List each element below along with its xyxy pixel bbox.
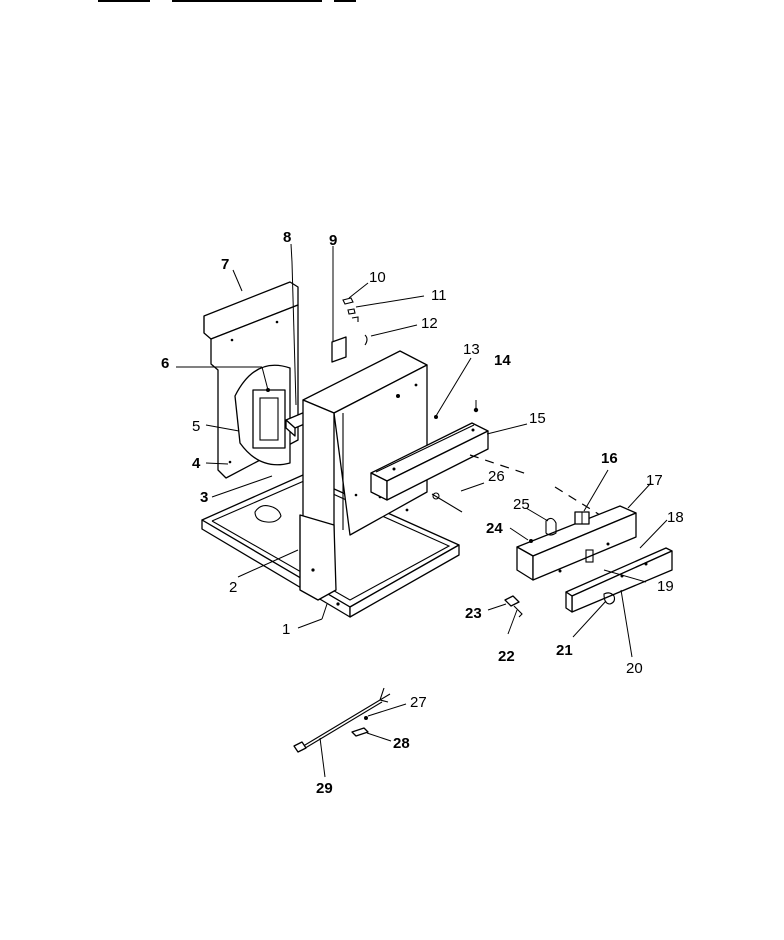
callout-3: 3 [200, 489, 208, 506]
drain-trough [370, 422, 489, 501]
callout-27: 27 [410, 694, 427, 711]
screw-hardware-10-12 [342, 297, 368, 346]
callout-26: 26 [488, 468, 505, 485]
control-bracket [516, 505, 637, 581]
blower-assembly [234, 364, 291, 466]
callout-28: 28 [393, 735, 410, 752]
callout-11: 11 [431, 287, 447, 304]
screw-24 [529, 539, 533, 543]
callout-13: 13 [463, 341, 480, 358]
callout-5: 5 [192, 418, 200, 435]
callout-22: 22 [498, 648, 515, 665]
escutcheon-panel [565, 547, 673, 613]
callout-9: 9 [329, 232, 337, 249]
callout-1: 1 [282, 621, 290, 638]
small-plate [331, 336, 347, 363]
callout-labels: 1 2 3 4 5 6 7 8 9 10 11 12 13 14 15 16 1… [161, 229, 684, 797]
callout-25: 25 [513, 496, 530, 513]
callout-16: 16 [601, 450, 618, 467]
callout-10: 10 [369, 269, 386, 286]
rod-26 [431, 492, 463, 513]
callout-12: 12 [421, 315, 438, 332]
control-knob-16 [574, 511, 590, 525]
callout-14: 14 [494, 352, 511, 369]
callout-2: 2 [229, 579, 237, 596]
callout-23: 23 [465, 605, 482, 622]
main-cabinet [302, 350, 428, 536]
assembly-line [469, 454, 531, 476]
callout-21: 21 [556, 642, 573, 659]
assembly-line [554, 486, 601, 516]
callout-15: 15 [529, 410, 546, 427]
clip-25 [545, 517, 557, 536]
screw-14 [473, 400, 479, 413]
front-column [299, 399, 337, 601]
wire-harness [293, 687, 391, 753]
callout-29: 29 [316, 780, 333, 797]
callout-18: 18 [667, 509, 684, 526]
switch-22-23 [504, 595, 523, 618]
callout-19: 19 [657, 578, 674, 595]
callout-7: 7 [221, 256, 229, 273]
callout-8: 8 [283, 229, 291, 246]
callout-20: 20 [626, 660, 643, 677]
callout-24: 24 [486, 520, 503, 537]
callout-6: 6 [161, 355, 169, 372]
leader-lines [176, 243, 668, 778]
callout-17: 17 [646, 472, 663, 489]
screw-13 [434, 415, 438, 419]
callout-4: 4 [192, 455, 201, 472]
